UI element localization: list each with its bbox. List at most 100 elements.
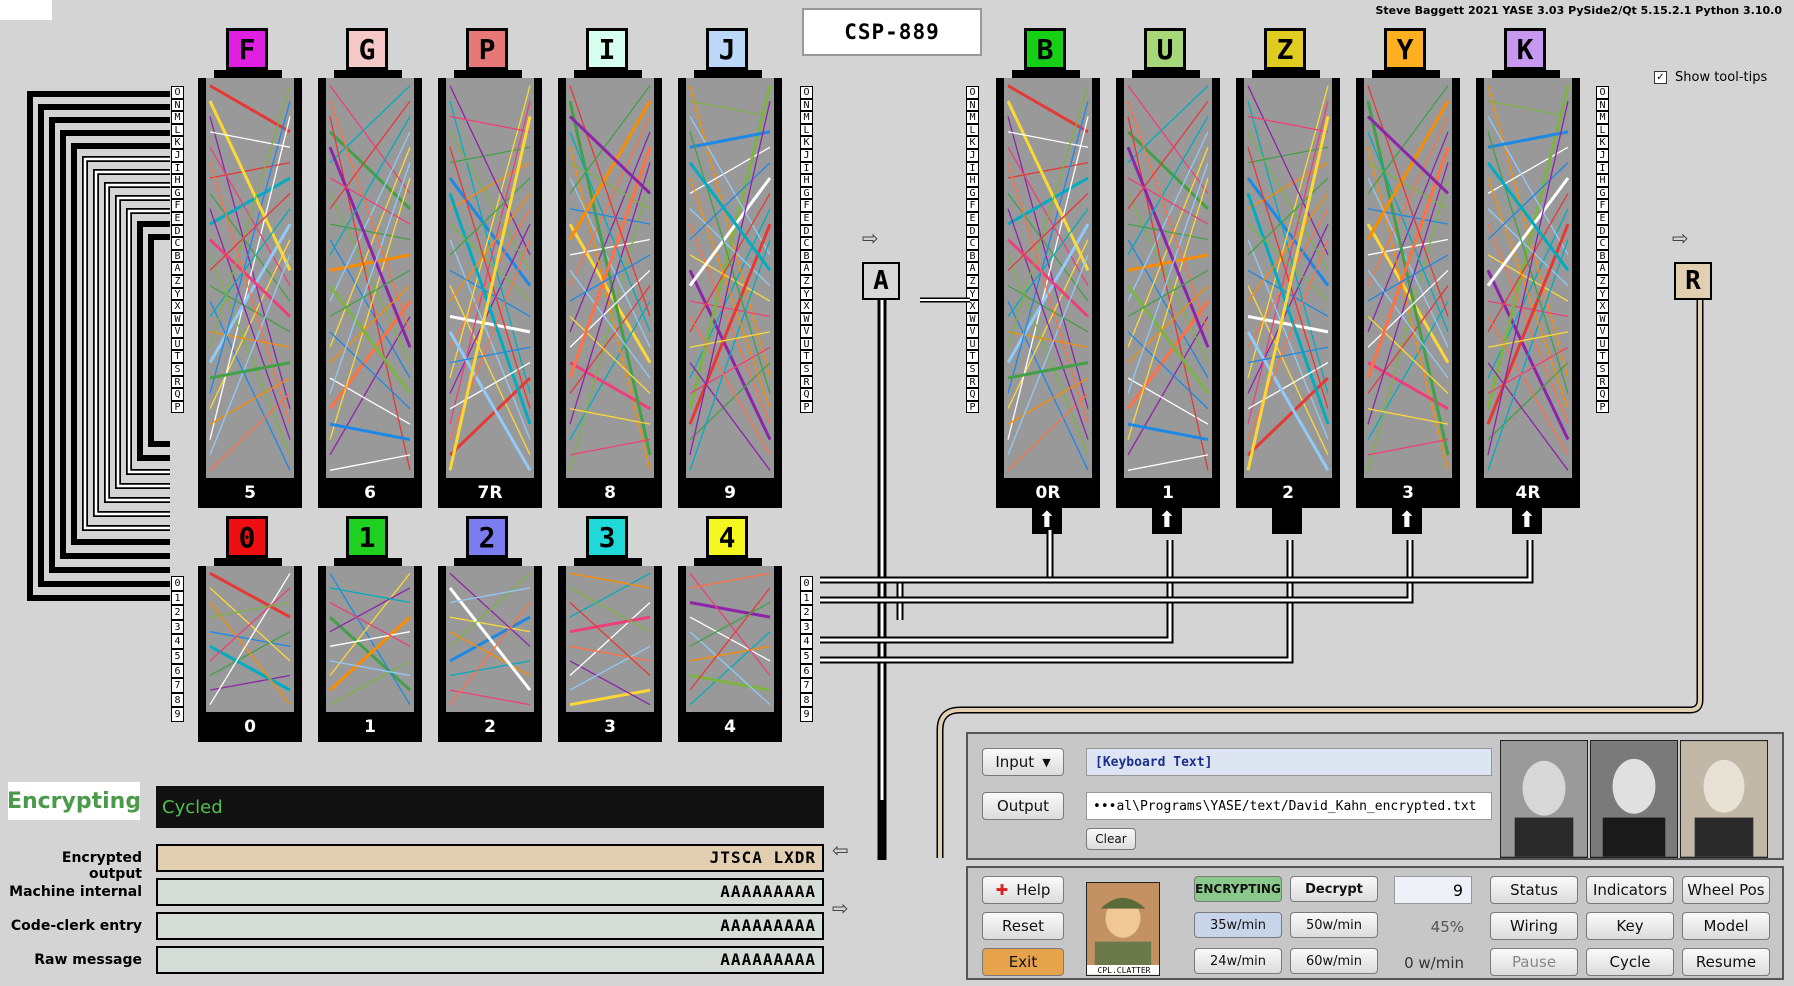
rotor-position-label: 4R: [1476, 478, 1580, 508]
contact-label: 5: [171, 648, 184, 664]
checkbox-icon[interactable]: ✓: [1654, 71, 1667, 84]
row-label: Encrypted output: [61, 850, 142, 882]
wire-line: [209, 361, 291, 380]
wire-line: [209, 192, 291, 271]
rotor-wheel[interactable]: [1476, 78, 1580, 478]
speed-60-button[interactable]: 60w/min: [1290, 948, 1378, 974]
speed-24-button[interactable]: 24w/min: [1194, 948, 1282, 974]
clear-button[interactable]: Clear: [1086, 828, 1136, 850]
rotor-position-label: 0: [198, 712, 302, 742]
wire-line: [689, 645, 771, 662]
contact-label: N: [1596, 98, 1609, 112]
step-count-field[interactable]: 9: [1394, 876, 1472, 904]
contact-label: M: [1596, 111, 1609, 124]
speed-35-button[interactable]: 35w/min: [1194, 912, 1282, 938]
flow-arrow-icon: ⇨: [862, 226, 879, 250]
row-value-field: AAAAAAAAA: [156, 912, 824, 940]
wire-line: [1247, 85, 1329, 256]
help-icon: ✚: [995, 881, 1009, 899]
wire-line: [1367, 438, 1449, 456]
wire-line: [328, 284, 412, 395]
wire-line: [688, 223, 772, 425]
wire-line: [569, 660, 651, 706]
contact-label: F: [800, 199, 813, 212]
rotor-wheel[interactable]: [318, 566, 422, 712]
wire-line: [329, 285, 411, 364]
help-button[interactable]: ✚ Help: [982, 876, 1064, 904]
key-button[interactable]: Key: [1586, 912, 1674, 940]
wire-line: [1127, 316, 1209, 456]
tooltips-label: Show tool-tips: [1675, 70, 1768, 85]
wire-line: [1007, 392, 1089, 471]
output-button[interactable]: Output: [982, 792, 1064, 820]
wire-line: [1007, 176, 1089, 226]
output-letter-box: R: [1674, 262, 1712, 300]
pause-button[interactable]: Pause: [1490, 948, 1578, 976]
input-source-field[interactable]: [Keyboard Text]: [1086, 748, 1492, 776]
output-path-field[interactable]: •••al\Programs\YASE/text/David_Kahn_encr…: [1086, 792, 1492, 820]
wire-line: [1127, 116, 1209, 256]
tooltips-toggle[interactable]: ✓ Show tool-tips: [1654, 70, 1767, 85]
wire-line: [329, 116, 411, 256]
wire-line: [449, 115, 531, 133]
speed-50-button[interactable]: 50w/min: [1290, 912, 1378, 938]
rotor-wheel[interactable]: [198, 78, 302, 478]
rotor-position-label: 2: [438, 712, 542, 742]
rotor-wheel[interactable]: [318, 78, 422, 478]
input-dropdown-button[interactable]: Input ▼: [982, 748, 1064, 776]
contact-label: V: [966, 325, 979, 338]
row-label: Machine internal: [9, 884, 142, 900]
wire-loop-active: [83, 157, 170, 530]
wire-line: [449, 285, 531, 456]
contact-label: B: [966, 249, 979, 263]
contact-label: L: [966, 123, 979, 137]
wire-line: [1007, 84, 1089, 134]
rotor-wheel[interactable]: [558, 78, 662, 478]
wire-loop-active: [127, 209, 170, 474]
exit-button[interactable]: Exit: [982, 948, 1064, 976]
wire-line: [689, 316, 771, 456]
contact-label: V: [171, 325, 184, 338]
encrypting-button[interactable]: ENCRYPTING: [1194, 876, 1282, 902]
rotor-wheel[interactable]: [1236, 78, 1340, 478]
contact-label: W: [800, 312, 813, 326]
rotor-wheel[interactable]: [1116, 78, 1220, 478]
wire-line: [329, 587, 411, 604]
input-letter-box: A: [862, 262, 900, 300]
machine-title: CSP-889: [802, 8, 982, 56]
resume-button[interactable]: Resume: [1682, 948, 1770, 976]
row-value-field: AAAAAAAAA: [156, 946, 824, 974]
wire-line: [1367, 285, 1449, 394]
wiring-button[interactable]: Wiring: [1490, 912, 1578, 940]
status-button[interactable]: Status: [1490, 876, 1578, 904]
wire-line: [329, 631, 411, 647]
portrait-image: [1680, 740, 1768, 858]
model-button[interactable]: Model: [1682, 912, 1770, 940]
contact-label: 0: [171, 576, 184, 591]
decrypt-button[interactable]: Decrypt: [1290, 876, 1378, 902]
rotor-wheel[interactable]: [1356, 78, 1460, 478]
rotor-wheel[interactable]: [678, 78, 782, 478]
wire-line: [689, 631, 771, 706]
cycle-button[interactable]: Cycle: [1586, 948, 1674, 976]
rotor-wheel[interactable]: [438, 566, 542, 712]
wheel-pos-button[interactable]: Wheel Pos: [1682, 876, 1770, 904]
contact-label: 3: [800, 619, 813, 635]
wire-line: [1007, 254, 1089, 456]
indicators-button[interactable]: Indicators: [1586, 876, 1674, 904]
wire-line: [569, 238, 651, 256]
contact-label: R: [171, 375, 184, 389]
wire-loop-active: [105, 183, 170, 502]
rotor-wheel[interactable]: [678, 566, 782, 712]
contact-label: S: [1596, 363, 1609, 376]
rotor-wheel[interactable]: [996, 78, 1100, 478]
rotor-wheel[interactable]: [558, 566, 662, 712]
status-message: Cycled: [156, 786, 824, 828]
wire-line: [1247, 362, 1329, 410]
rotor-wheel[interactable]: [438, 78, 542, 478]
reset-button[interactable]: Reset: [982, 912, 1064, 940]
rotor-wheel[interactable]: [198, 566, 302, 712]
contact-label: G: [800, 186, 813, 200]
control-panel: ✚ Help Reset Exit CPL.CLATTER ENCRYPTING…: [966, 866, 1784, 980]
